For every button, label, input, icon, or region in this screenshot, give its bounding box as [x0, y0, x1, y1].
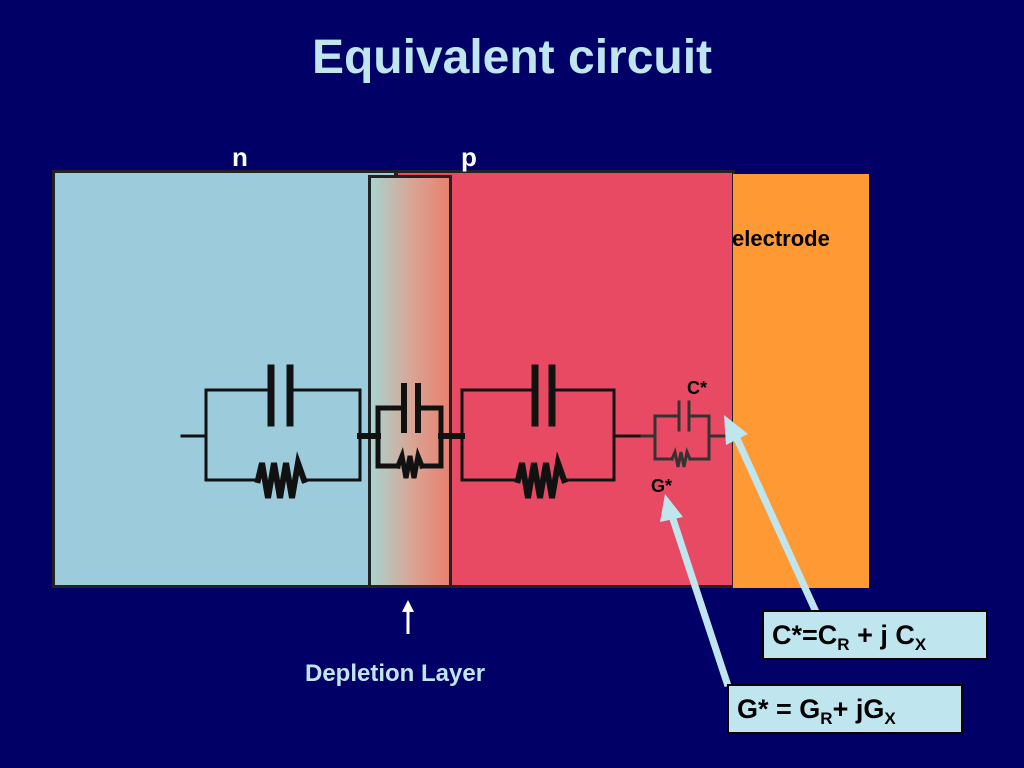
g-formula-part: + jG [832, 694, 885, 724]
g-formula-sub: X [884, 709, 896, 728]
electrode-region [733, 174, 869, 588]
electrode-label: electrode [732, 226, 830, 251]
depletion-layer-label: Depletion Layer [305, 660, 486, 687]
n-resistor-icon [254, 451, 308, 499]
c-star-arrow [730, 430, 820, 614]
c-formula-sub: R [837, 635, 850, 654]
depletion-arrow-icon [402, 600, 414, 634]
g-star-arrow [666, 508, 732, 688]
c-star-arrow-head-icon [724, 415, 748, 445]
p-resistor-icon [514, 451, 568, 499]
n-rc-block [204, 364, 362, 499]
g-star-label: G* [651, 476, 673, 496]
page-title: Equivalent circuit [311, 31, 713, 84]
c-star-label: C* [687, 378, 708, 398]
g-star-formula: G* = GR+ jGX [727, 684, 963, 734]
contact-resistor-icon [670, 446, 692, 468]
g-formula-sub: R [820, 709, 833, 728]
g-star-arrow-head-icon [660, 494, 683, 522]
c-formula-sub: X [914, 635, 927, 654]
c-formula-part: C*=C [772, 620, 838, 650]
n-label: n [232, 142, 248, 172]
c-star-formula: C*=CR + j CX [762, 610, 988, 660]
depletion-resistor-icon [394, 447, 426, 479]
g-formula-part: G* = G [737, 694, 821, 724]
c-formula-part: + j C [849, 620, 915, 650]
depletion-layer-region [368, 175, 452, 588]
depletion-rc-block [375, 383, 444, 479]
p-label: p [461, 142, 477, 172]
contact-rc-block [640, 400, 730, 468]
p-rc-block [460, 364, 616, 499]
n-region [52, 170, 397, 588]
